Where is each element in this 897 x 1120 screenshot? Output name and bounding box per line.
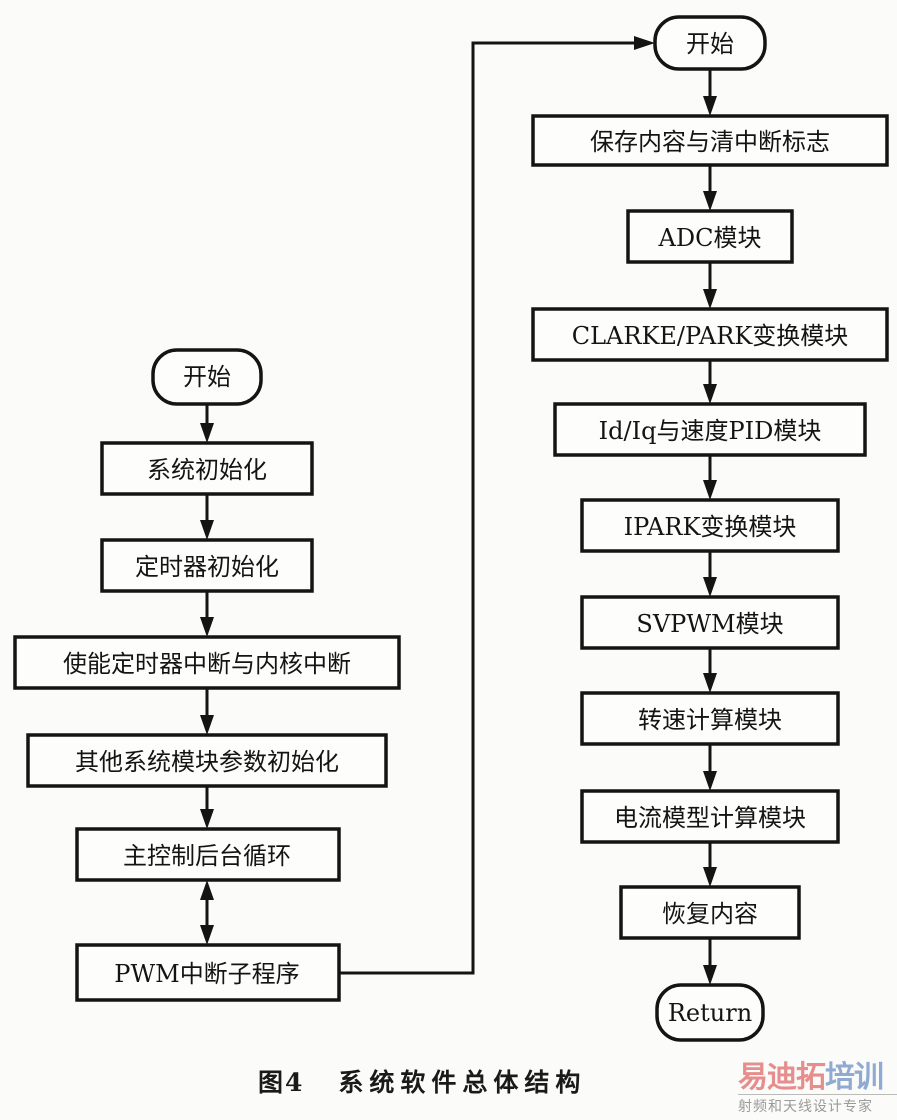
- watermark-brand: 易迪拓培训: [738, 1062, 897, 1094]
- left-step-4-label: 其他系统模块参数初始化: [75, 748, 339, 776]
- figure-title: 系统软件总体结构: [338, 1068, 587, 1097]
- left-flow: 开始 系统初始化 定时器初始化 使能定时器中断与内核中断 其他系统模块参数初始化…: [13, 348, 401, 1002]
- bidirectional-arrowhead-up: [200, 880, 214, 900]
- left-start-label: 开始: [183, 363, 231, 391]
- right-arrowhead-1: [703, 96, 717, 116]
- left-arrowhead-2: [200, 520, 214, 540]
- right-step-8: [580, 789, 840, 844]
- left-step-6-label: PWM中断子程序: [114, 960, 299, 988]
- right-arrowhead-10: [703, 965, 717, 985]
- right-arrowhead-6: [703, 577, 717, 597]
- right-step-9-label: 恢复内容: [662, 900, 758, 928]
- right-start-label: 开始: [686, 30, 734, 58]
- left-step-6: [75, 943, 341, 1002]
- right-arrowhead-4: [703, 384, 717, 404]
- figure-label: 图4: [258, 1068, 305, 1097]
- left-arrowhead-3: [200, 617, 214, 637]
- right-step-7-label: 转速计算模块: [638, 706, 782, 734]
- left-arrowhead-4: [200, 715, 214, 735]
- left-step-1: [100, 441, 314, 496]
- pwm-to-isr-connector: [339, 41, 640, 975]
- right-step-6-label: SVPWM模块: [636, 610, 783, 638]
- watermark: 易迪拓培训 射频和天线设计专家: [738, 1062, 897, 1116]
- left-arrowhead-5: [200, 809, 214, 829]
- left-step-5: [75, 827, 341, 882]
- right-arrowhead-5: [703, 480, 717, 500]
- left-step-3-label: 使能定时器中断与内核中断: [63, 650, 351, 678]
- right-arrowhead-7: [703, 673, 717, 693]
- right-arrowhead-9: [703, 867, 717, 887]
- right-step-3-label: CLARKE/PARK变换模块: [572, 322, 849, 350]
- watermark-brand-red: 易迪拓: [738, 1060, 826, 1095]
- right-arrowhead-8: [703, 771, 717, 791]
- bidirectional-arrowhead-down: [200, 925, 214, 945]
- watermark-brand-blue: 培训: [825, 1060, 884, 1095]
- left-step-5-label: 主控制后台循环: [123, 842, 291, 870]
- right-end-label: Return: [668, 999, 752, 1027]
- right-step-2-label: ADC模块: [658, 224, 762, 252]
- right-step-5-label: IPARK变换模块: [624, 513, 797, 541]
- right-flow: 开始 保存内容与清中断标志 ADC模块 CLARKE/PARK变换模块 Id/I…: [531, 15, 889, 1042]
- left-step-3: [13, 635, 401, 690]
- flowchart: 开始 系统初始化 定时器初始化 使能定时器中断与内核中断 其他系统模块参数初始化…: [13, 15, 889, 1042]
- right-arrowhead-3: [703, 289, 717, 309]
- watermark-tagline: 射频和天线设计专家: [738, 1094, 897, 1116]
- right-step-4-label: Id/Iq与速度PID模块: [599, 417, 822, 445]
- right-step-1-label: 保存内容与清中断标志: [590, 128, 830, 156]
- left-step-2-label: 定时器初始化: [135, 553, 279, 581]
- right-step-3: [531, 307, 889, 362]
- left-arrowhead-1: [200, 423, 214, 443]
- right-step-8-label: 电流模型计算模块: [614, 804, 806, 832]
- figure-caption: 图4 系统软件总体结构: [258, 1063, 586, 1099]
- right-arrowhead-2: [703, 191, 717, 211]
- left-step-1-label: 系统初始化: [147, 456, 267, 484]
- right-step-1: [531, 114, 889, 167]
- right-step-2: [626, 209, 794, 264]
- connector-arrowhead: [634, 36, 655, 50]
